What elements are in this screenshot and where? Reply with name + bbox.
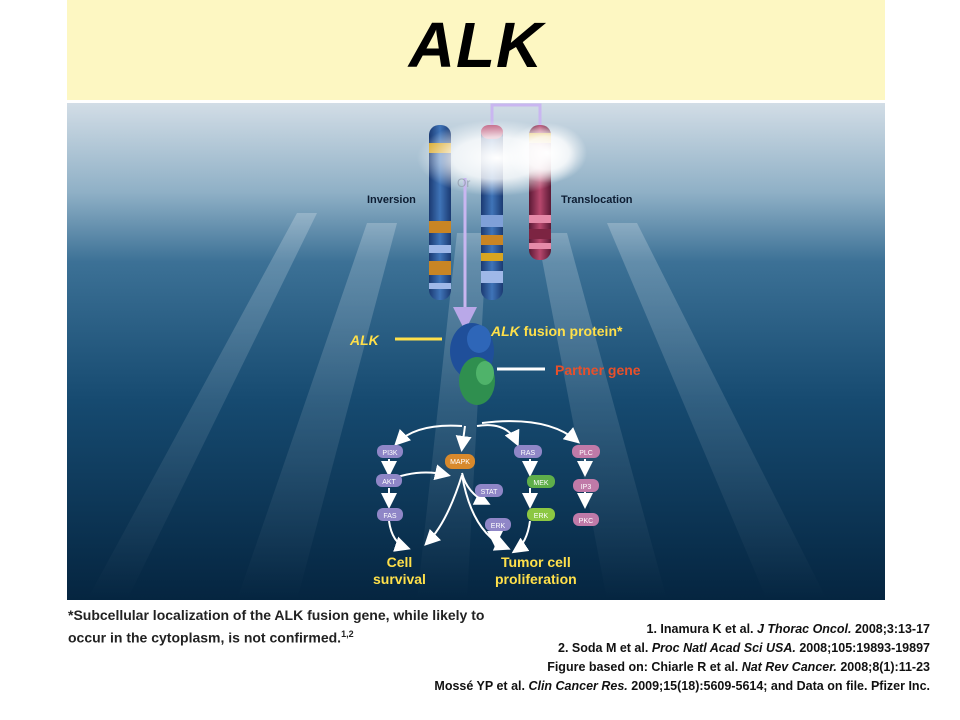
node-plc: PLC: [572, 445, 600, 458]
reference-2: 2. Soda M et al. Proc Natl Acad Sci USA.…: [558, 641, 930, 655]
references: 1. Inamura K et al. J Thorac Oncol. 2008…: [434, 620, 930, 696]
node-ip3: IP3: [573, 479, 599, 492]
alk-diagram: PI3K AKT FAS MAPK RAS MEK ERK PLC: [67, 103, 885, 600]
fusion-protein-label-rest: fusion protein*: [519, 323, 623, 339]
svg-text:ERK: ERK: [534, 513, 549, 520]
tumor-proliferation-label: Tumor cell proliferation: [495, 554, 577, 588]
svg-text:PKC: PKC: [579, 518, 593, 525]
reference-4: Mossé YP et al. Clin Cancer Res. 2009;15…: [434, 679, 930, 693]
node-pkc: PKC: [573, 513, 599, 526]
node-mek: MEK: [527, 475, 555, 488]
node-stat: STAT: [475, 484, 503, 497]
alk-figure: PI3K AKT FAS MAPK RAS MEK ERK PLC: [67, 103, 885, 600]
alk-label: ALK: [350, 332, 379, 348]
page-title: ALK: [408, 9, 544, 81]
node-ras: RAS: [514, 445, 542, 458]
fusion-protein-label: ALK fusion protein*: [491, 323, 622, 339]
svg-text:PI3K: PI3K: [382, 450, 398, 457]
svg-text:FAS: FAS: [383, 513, 397, 520]
svg-text:RAS: RAS: [521, 450, 536, 457]
node-erk-violet: ERK: [485, 518, 511, 531]
alk-fusion-protein: [450, 323, 495, 405]
partner-gene-label: Partner gene: [555, 362, 641, 378]
svg-text:AKT: AKT: [382, 479, 396, 486]
svg-text:PLC: PLC: [579, 450, 593, 457]
cell-survival-line-2: survival: [373, 571, 426, 587]
node-akt: AKT: [376, 474, 402, 487]
footnote: *Subcellular localization of the ALK fus…: [68, 606, 498, 648]
inversion-label: Inversion: [367, 194, 416, 206]
svg-text:STAT: STAT: [481, 489, 499, 496]
pathway-arrows: [381, 420, 593, 554]
footnote-sup: 1,2: [341, 629, 354, 639]
cell-survival-label: Cell survival: [373, 554, 426, 588]
or-label: Or: [457, 176, 471, 190]
node-pi3k: PI3K: [377, 445, 403, 458]
fusion-protein-label-italic: ALK: [491, 323, 520, 339]
footnote-text: *Subcellular localization of the ALK fus…: [68, 607, 485, 646]
reference-1: 1. Inamura K et al. J Thorac Oncol. 2008…: [646, 622, 930, 636]
translocation-label: Translocation: [561, 194, 633, 206]
cell-survival-line-1: Cell: [386, 554, 413, 570]
svg-text:MAPK: MAPK: [450, 459, 470, 466]
node-mapk: MAPK: [445, 454, 475, 469]
node-erk-green: ERK: [527, 508, 555, 521]
tumor-proliferation-line-1: Tumor cell: [500, 554, 571, 570]
svg-text:ERK: ERK: [491, 523, 506, 530]
translocation-bracket: [490, 103, 542, 125]
tumor-proliferation-line-2: proliferation: [495, 571, 577, 587]
reference-3: Figure based on: Chiarle R et al. Nat Re…: [547, 660, 930, 674]
node-fas: FAS: [377, 508, 403, 521]
title-band: ALK: [67, 0, 885, 100]
svg-text:IP3: IP3: [581, 484, 592, 491]
svg-text:MEK: MEK: [533, 480, 549, 487]
fusion-glow-2: [507, 123, 587, 183]
